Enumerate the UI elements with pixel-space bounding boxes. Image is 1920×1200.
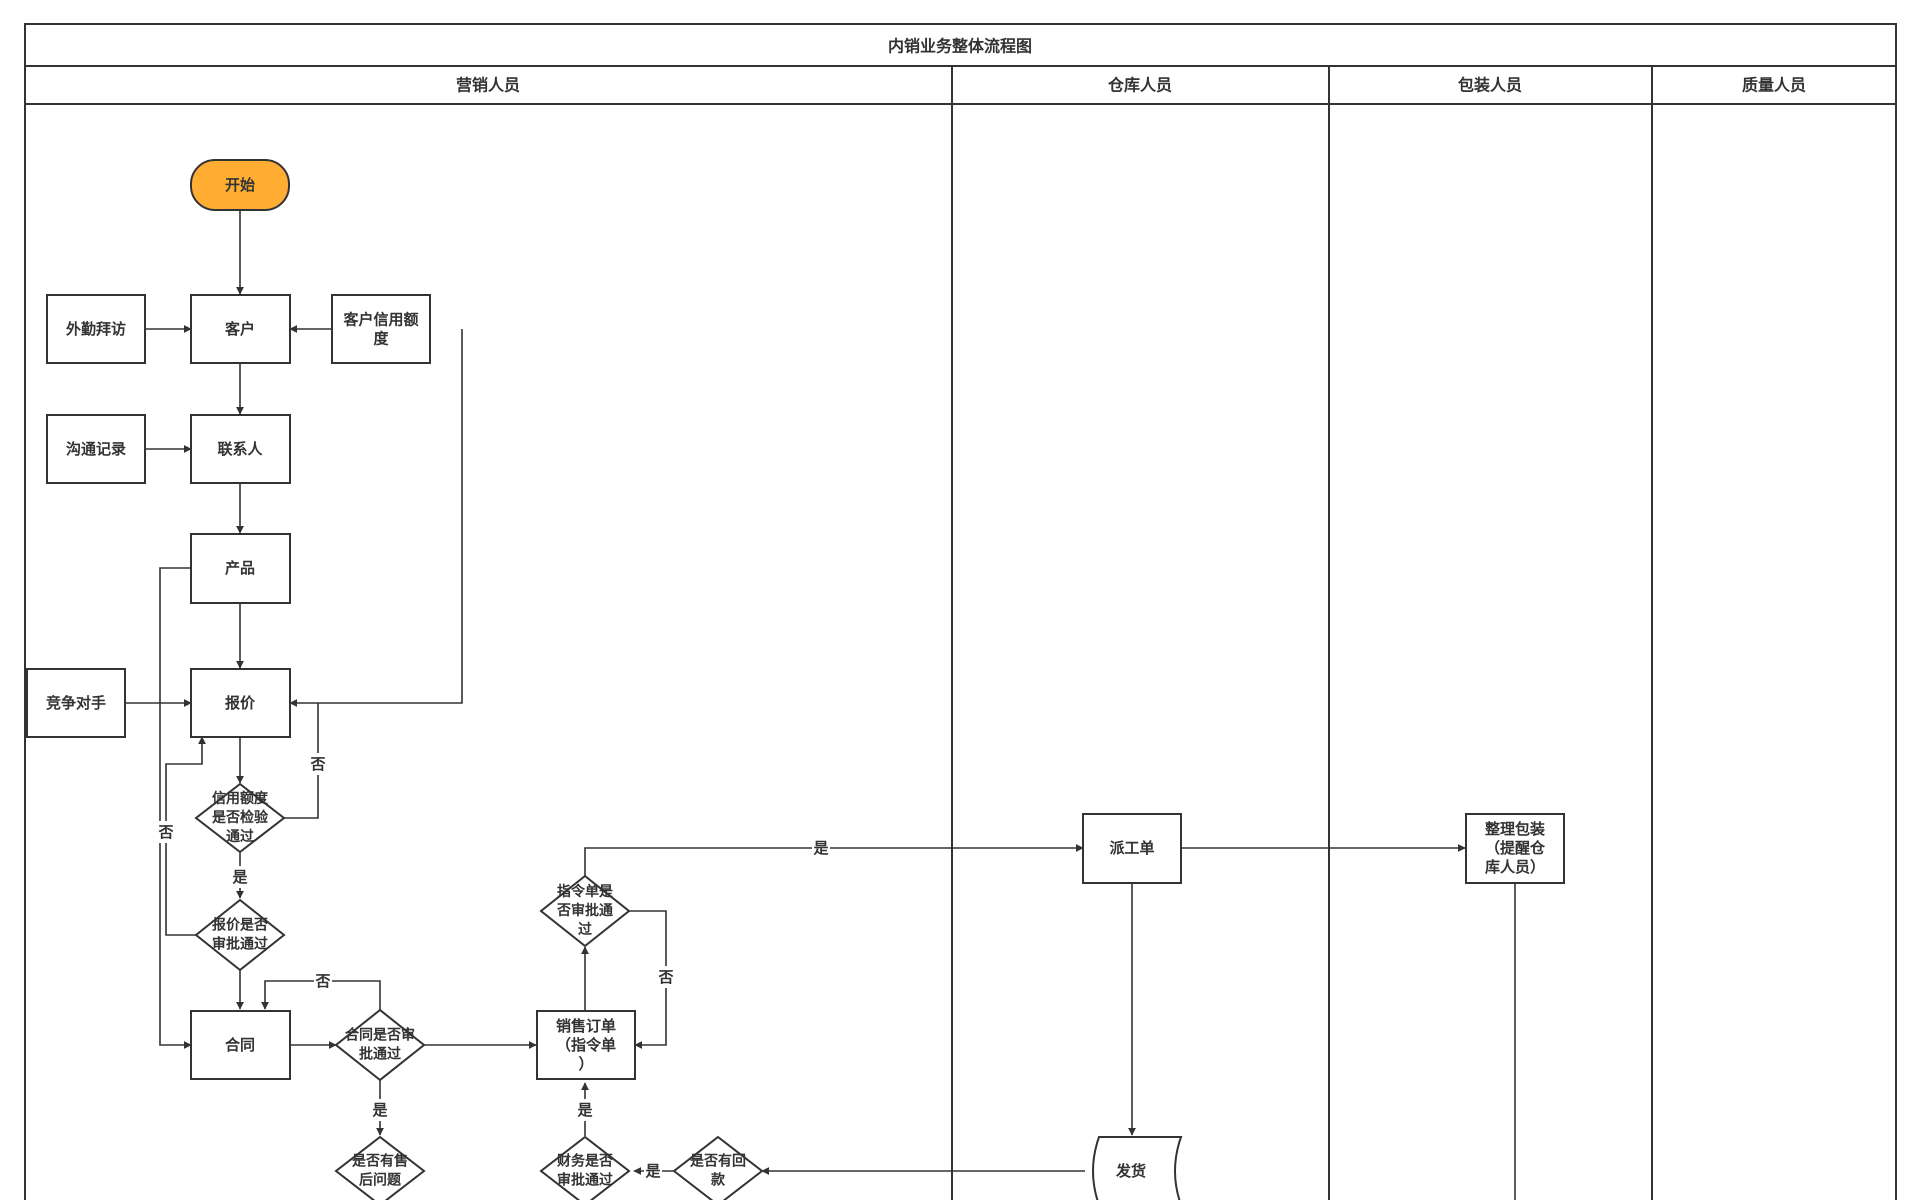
field-visit-node[interactable]: 外勤拜访 bbox=[46, 294, 146, 364]
product-shape bbox=[190, 533, 291, 604]
credit-limit-node[interactable]: 客户信用额度 bbox=[331, 294, 431, 364]
order-approval-label: 指令单是否审批通过 bbox=[556, 883, 614, 938]
contract-node[interactable]: 合同 bbox=[190, 1010, 291, 1080]
edges bbox=[125, 210, 1516, 1200]
packing-shape bbox=[1465, 813, 1565, 884]
after-sales-shape bbox=[334, 1135, 426, 1200]
edge-label-no-quoteapproval: 否 bbox=[157, 823, 173, 841]
credit-check-label: 信用额度是否检验通过 bbox=[212, 790, 269, 845]
edge-label-yes-payment: 是 bbox=[644, 1162, 661, 1180]
edge-creditcheck-no bbox=[284, 703, 319, 819]
comm-record-shape bbox=[46, 414, 146, 484]
product-node[interactable]: 产品 bbox=[190, 533, 291, 604]
edge-label-no-orderapproval: 否 bbox=[657, 968, 673, 986]
contract-shape bbox=[190, 1010, 291, 1080]
edge-label-yes-creditcheck: 是 bbox=[231, 868, 248, 886]
ship-shape bbox=[1092, 1136, 1183, 1200]
finance-approval-shape bbox=[539, 1135, 631, 1200]
edge-label-yes-contractapproval: 是 bbox=[371, 1101, 388, 1119]
payment-label: 是否有回款 bbox=[690, 1153, 746, 1189]
dispatch-shape bbox=[1082, 813, 1182, 884]
lane-header-quality: 质量人员 bbox=[1742, 76, 1806, 95]
contract-approval-label: 合同是否审批通过 bbox=[345, 1027, 415, 1063]
contract-label: 合同 bbox=[224, 1036, 255, 1054]
edge-orderapproval-yes bbox=[584, 844, 1084, 876]
lane-header-packaging: 包装人员 bbox=[1458, 76, 1522, 95]
contact-shape bbox=[190, 414, 291, 484]
comm-record-node[interactable]: 沟通记录 bbox=[46, 414, 146, 484]
start-shape bbox=[190, 159, 290, 211]
customer-label: 客户 bbox=[224, 320, 255, 338]
credit-check-decision[interactable]: 信用额度是否检验通过 bbox=[194, 782, 286, 854]
ship-label: 发货 bbox=[1115, 1162, 1146, 1180]
edge-labels: 否 是 否 否 是 否 是 是 是 bbox=[157, 753, 830, 1182]
quote-approval-shape bbox=[194, 898, 286, 972]
quote-shape bbox=[190, 668, 291, 738]
packing-label: 整理包装（提醒仓库人员） bbox=[1485, 820, 1546, 876]
edge-credit-quote bbox=[289, 329, 463, 707]
diagram-title: 内销业务整体流程图 bbox=[888, 37, 1032, 56]
contract-approval-decision[interactable]: 合同是否审批通过 bbox=[334, 1008, 426, 1082]
after-sales-decision[interactable]: 是否有售后问题 bbox=[334, 1135, 426, 1200]
sales-order-shape bbox=[536, 1010, 636, 1080]
credit-limit-shape bbox=[331, 294, 431, 364]
contact-label: 联系人 bbox=[217, 440, 263, 458]
competitor-shape bbox=[26, 668, 126, 738]
contract-approval-shape bbox=[334, 1008, 426, 1082]
edge-quoteapproval-no bbox=[165, 736, 206, 936]
dispatch-node[interactable]: 派工单 bbox=[1082, 813, 1182, 884]
field-visit-label: 外勤拜访 bbox=[65, 320, 126, 338]
ship-node[interactable]: 发货 bbox=[1092, 1136, 1183, 1200]
credit-limit-label: 客户信用额度 bbox=[342, 311, 418, 348]
competitor-node[interactable]: 竞争对手 bbox=[26, 668, 126, 738]
start-label: 开始 bbox=[225, 176, 255, 194]
field-visit-shape bbox=[46, 294, 146, 364]
quote-approval-decision[interactable]: 报价是否审批通过 bbox=[194, 898, 286, 972]
packing-node[interactable]: 整理包装（提醒仓库人员） bbox=[1465, 813, 1565, 884]
finance-approval-decision[interactable]: 财务是否审批通过 bbox=[539, 1135, 631, 1200]
sales-order-node[interactable]: 销售订单（指令单） bbox=[536, 1010, 636, 1080]
quote-approval-label: 报价是否审批通过 bbox=[212, 918, 268, 953]
competitor-label: 竞争对手 bbox=[46, 694, 106, 712]
quote-node[interactable]: 报价 bbox=[190, 668, 291, 738]
edge-label-no-creditcheck: 否 bbox=[309, 755, 325, 773]
customer-node[interactable]: 客户 bbox=[190, 294, 291, 364]
lane-header-warehouse: 仓库人员 bbox=[1107, 76, 1172, 95]
dispatch-label: 派工单 bbox=[1109, 839, 1154, 857]
edge-label-yes-finance: 是 bbox=[576, 1101, 593, 1119]
sales-order-label: 销售订单（指令单） bbox=[556, 1017, 616, 1073]
nodes: 开始 外勤拜访 客户 客户信用额度 沟通记录 联系人 产品 bbox=[26, 159, 1565, 1200]
start-node[interactable]: 开始 bbox=[190, 159, 290, 211]
pool-border bbox=[24, 23, 1897, 1200]
credit-check-shape bbox=[194, 782, 286, 854]
edge-product-contract bbox=[159, 567, 192, 1049]
customer-shape bbox=[190, 294, 291, 364]
quote-label: 报价 bbox=[225, 694, 256, 712]
edge-label-no-contractapproval: 否 bbox=[314, 972, 330, 990]
finance-approval-label: 财务是否审批通过 bbox=[556, 1153, 613, 1189]
edge-label-yes-orderapproval: 是 bbox=[812, 839, 829, 857]
payment-decision[interactable]: 是否有回款 bbox=[672, 1135, 764, 1200]
order-approval-shape bbox=[539, 874, 631, 948]
lane-header-marketing: 营销人员 bbox=[456, 76, 520, 95]
payment-shape bbox=[672, 1135, 764, 1200]
product-label: 产品 bbox=[225, 559, 255, 577]
contact-node[interactable]: 联系人 bbox=[190, 414, 291, 484]
after-sales-label: 是否有售后问题 bbox=[352, 1153, 408, 1189]
order-approval-decision[interactable]: 指令单是否审批通过 bbox=[539, 874, 631, 948]
swimlane-pool: 内销业务整体流程图 营销人员 仓库人员 包装人员 质量人员 bbox=[24, 23, 1897, 1200]
comm-record-label: 沟通记录 bbox=[66, 440, 126, 458]
